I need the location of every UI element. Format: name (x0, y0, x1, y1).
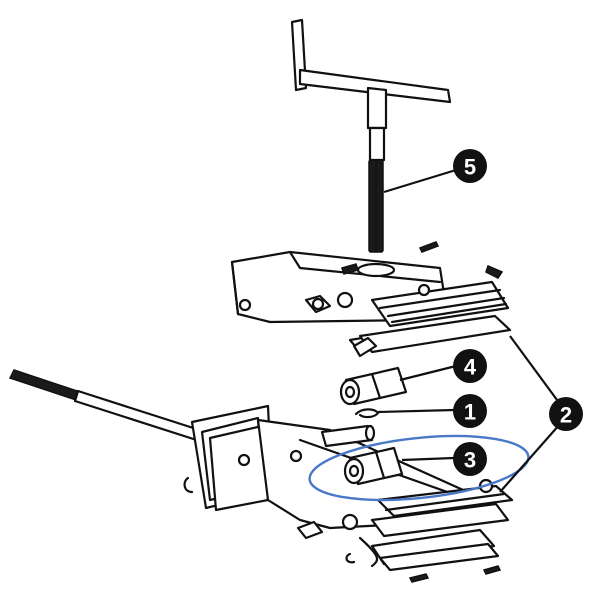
small-dash (482, 565, 502, 575)
callout-4: 4 (453, 349, 487, 383)
long-rod (8, 369, 214, 446)
callout-number: 3 (464, 448, 476, 473)
small-pin (418, 241, 440, 253)
leader-line-4 (399, 364, 457, 382)
callout-5: 5 (453, 149, 487, 183)
small-dash (408, 573, 430, 583)
small-clip (345, 552, 356, 564)
callout-3: 3 (453, 442, 487, 476)
leader-line-3 (401, 456, 455, 462)
lower-pin (320, 424, 376, 448)
leader-line-5 (383, 168, 457, 194)
callout-number: 1 (464, 400, 476, 425)
callout-number: 2 (560, 403, 572, 428)
upper-jaw-plates (348, 280, 512, 358)
callout-1: 1 (453, 394, 487, 428)
retaining-clip (354, 408, 380, 419)
t-handle-screw (290, 18, 452, 253)
leader-line-1 (377, 408, 455, 414)
callout-2: 2 (549, 397, 583, 431)
highlight-ring (308, 434, 530, 502)
lower-bushing (343, 446, 404, 486)
leader-line-2b (499, 423, 561, 493)
callout-number: 5 (464, 155, 476, 180)
lower-jaw-plates (358, 478, 514, 572)
upper-bushing (339, 366, 408, 406)
leader-line-2a (509, 335, 561, 405)
callout-number: 4 (464, 355, 477, 380)
